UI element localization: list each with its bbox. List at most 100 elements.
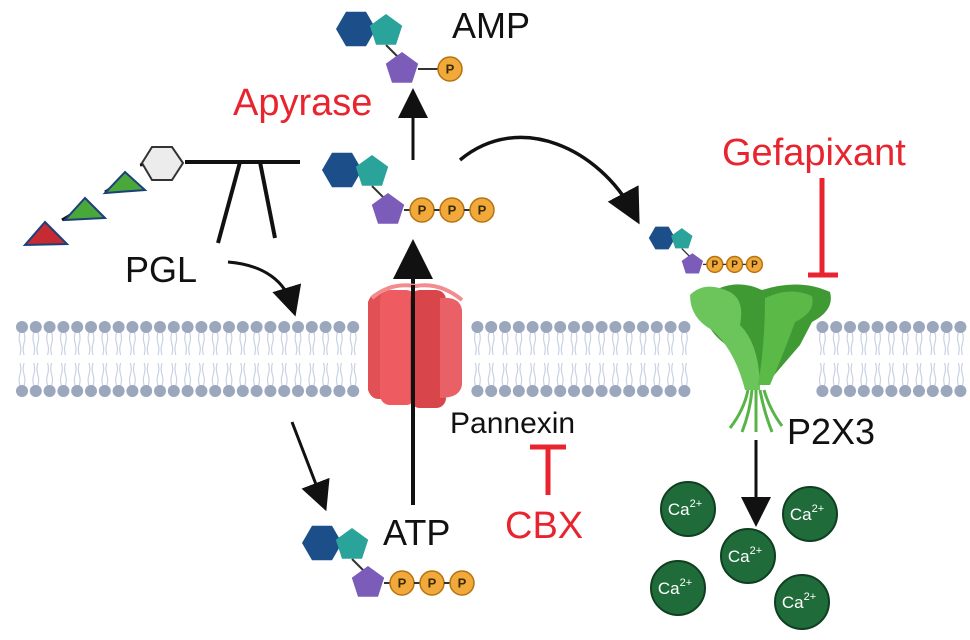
lipid-head [913,385,925,397]
lipid-tail [339,331,343,356]
lipid-tail [560,362,564,387]
lipid-tail [284,331,288,356]
lipid-tail [339,362,343,387]
lipid-head [595,321,608,333]
adenine-hexagon [302,525,342,561]
lipid-tail [77,331,81,356]
lipid-head [16,385,28,397]
lipid-tail [257,362,261,387]
lipid-tail [588,331,592,356]
lipid-tail [253,331,257,356]
lipid-tail [836,331,840,356]
lipid-tail [156,362,160,387]
lipid-tail [915,331,919,356]
lipid-tail [887,362,891,387]
label-pgl: PGL [125,249,197,290]
lipid-head [512,385,525,397]
lipid-head [264,321,277,333]
lipid-tail [878,331,882,356]
pgl-sugar-hexagon [140,146,185,181]
lipid-tail [680,331,684,356]
lipid-tail [639,362,643,387]
lipid-tail [229,362,233,387]
lipid-tail [629,331,633,356]
lipid-tail [128,362,132,387]
lipid-head [43,385,56,397]
lipid-tail [832,362,836,387]
lipid-head [940,385,953,397]
lipid-tail [87,331,91,356]
lipid-tail [201,362,205,387]
lipid-tail [574,331,578,356]
lipid-head [71,385,84,397]
lipid-head [181,321,194,333]
lipid-tail [546,331,550,356]
lipid-tail [611,331,615,356]
lipid-tail [243,331,247,356]
arrow-atp-to-p2x3 [458,135,640,225]
lipid-tail [312,331,316,356]
lipid-head [926,321,939,333]
lipid-tail [574,362,578,387]
lipid-tail [326,331,330,356]
lipid-head [264,385,277,397]
lipid-tail [50,362,54,387]
lipid-head [85,321,97,333]
lipid-tail [625,362,629,387]
lipid-tail [280,331,284,356]
lipid-head [154,321,166,333]
calcium-ion: Ca2+ [782,486,838,542]
lipid-tail [211,362,215,387]
lipid-tail [225,331,229,356]
lipid-tail [556,331,560,356]
lipid-tail [818,362,822,387]
lipid-tail [18,331,22,356]
lipid-tail [160,362,164,387]
lipid-tail [501,331,505,356]
lipid-tail [266,362,270,387]
lipid-tail [184,331,188,356]
lipid-tail [960,362,964,387]
lipid-tail [188,362,192,387]
lipid-head [526,385,539,397]
lipid-tail [201,331,205,356]
lipid-head [292,321,304,333]
lipid-tail [156,331,160,356]
lipid-head [637,321,649,333]
label-p2x3: P2X3 [787,411,875,452]
lipid-tail [197,331,201,356]
lipid-head [57,321,70,333]
lipid-tail [602,362,606,387]
lipid-head [236,385,249,397]
lipid-head [844,385,856,397]
phosphate-label: P [478,203,487,218]
lipid-head [940,321,953,333]
lipid-tail [284,362,288,387]
lipid-tail [146,331,150,356]
lipid-head [223,385,235,397]
lipid-tail [491,331,495,356]
lipid-tail [294,362,298,387]
lipid-head [857,385,870,397]
lipid-tail [629,362,633,387]
lipid-tail [905,362,909,387]
lipid-tail [657,362,661,387]
label-apyrase: Apyrase [233,82,372,124]
calcium-ion: Ca2+ [774,574,830,630]
lipid-head [167,385,180,397]
lipid-head [609,385,622,397]
lipid-tail [46,362,50,387]
lipid-head [471,321,484,333]
label-gefapixant: Gefapixant [722,132,906,174]
lipid-tail [36,362,40,387]
lipid-head [126,321,139,333]
lipid-head [292,385,304,397]
lipid-tail [487,362,491,387]
lipid-head [71,321,84,333]
lipid-tail [943,362,947,387]
lipid-tail [611,362,615,387]
lipid-tail [588,362,592,387]
lipid-tail [322,362,326,387]
